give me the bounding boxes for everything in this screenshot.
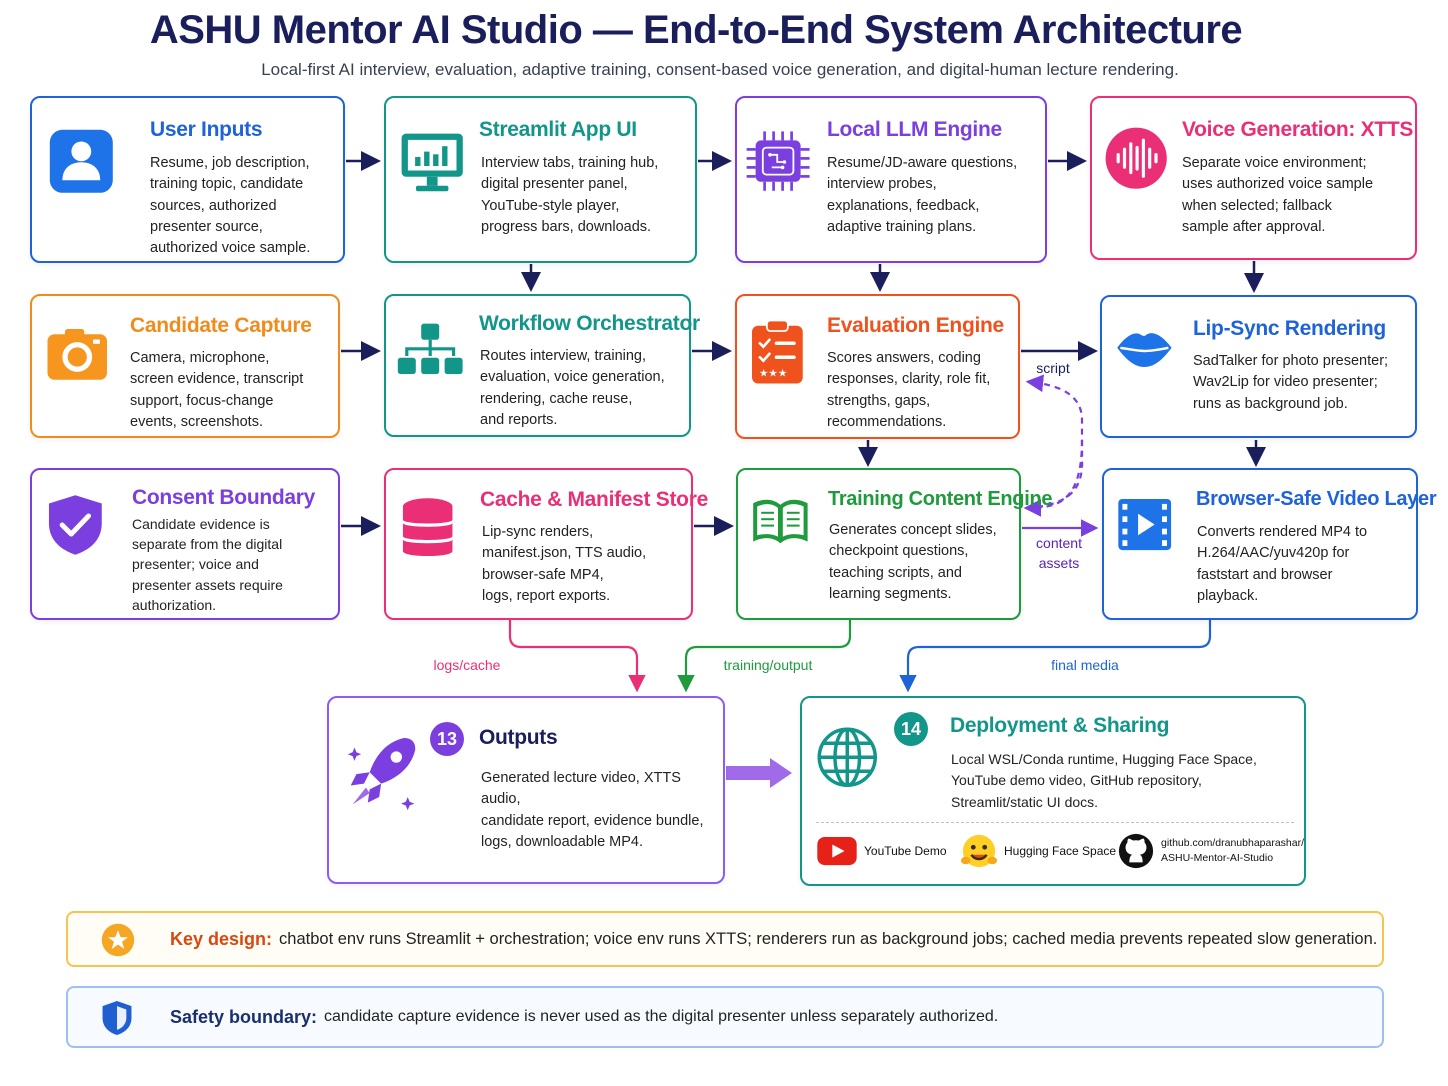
- outputs-card: 13 Outputs Generated lecture video, XTTS…: [327, 696, 725, 884]
- page-title: ASHU Mentor AI Studio — End-to-End Syste…: [149, 8, 1243, 52]
- user-inputs-card: User Inputs Resume, job description,trai…: [30, 96, 345, 263]
- youtube-demo-label: YouTube Demo: [864, 844, 947, 858]
- training-desc: Generates concept slides,checkpoint ques…: [829, 522, 997, 602]
- youtube-icon: [817, 836, 857, 866]
- outputs-title: Outputs: [479, 726, 558, 749]
- deployment-number-badge: 14: [894, 712, 928, 746]
- database-icon: [402, 498, 453, 557]
- key-design-body: chatbot env runs Streamlit + orchestrati…: [279, 929, 1378, 948]
- voice-desc: Separate voice environment;uses authoriz…: [1182, 155, 1374, 235]
- svg-text:★★★: ★★★: [759, 368, 787, 380]
- star-icon: [101, 923, 135, 957]
- arrow-training-to-outputs: [677, 620, 852, 693]
- streamlit-ui-card: Streamlit App UI Interview tabs, trainin…: [384, 96, 697, 263]
- training-title: Training Content Engine: [828, 488, 1053, 510]
- cache-manifest-card: Cache & Manifest Store Lip-sync renders,…: [384, 468, 708, 620]
- user-icon: [49, 129, 113, 193]
- camera-icon: [47, 329, 107, 380]
- clipboard-icon: ★★★: [752, 319, 803, 384]
- user-inputs-title: User Inputs: [150, 118, 263, 141]
- outputs-number-badge: 13: [430, 722, 464, 756]
- llm-title: Local LLM Engine: [827, 118, 1002, 141]
- deployment-card: 14 Deployment & Sharing Local WSL/Conda …: [800, 696, 1306, 886]
- browser-safe-video-card: Browser-Safe Video Layer Converts render…: [1102, 468, 1437, 620]
- lips-icon: [1117, 333, 1172, 367]
- edge-label-script: script: [1036, 360, 1070, 376]
- deployment-divider: [816, 822, 1294, 823]
- arrow-video-to-deployment: [899, 620, 1212, 693]
- deployment-desc: Local WSL/Conda runtime, Hugging Face Sp…: [951, 751, 1257, 810]
- streamlit-title: Streamlit App UI: [479, 118, 637, 141]
- video-title: Browser-Safe Video Layer: [1196, 488, 1437, 510]
- arrow-cache-to-outputs: [508, 620, 646, 693]
- training-content-card: Training Content Engine Generates concep…: [736, 468, 1053, 620]
- cache-title: Cache & Manifest Store: [480, 488, 708, 511]
- evaluation-title: Evaluation Engine: [827, 314, 1004, 337]
- book-icon: [753, 499, 808, 544]
- cache-desc: Lip-sync renders,manifest.json, TTS audi…: [482, 524, 647, 604]
- arrow-outputs-to-deployment: [726, 758, 792, 788]
- github-icon: [1118, 833, 1154, 869]
- llm-desc: Resume/JD-aware questions,interview prob…: [827, 155, 1018, 235]
- orchestrator-title: Workflow Orchestrator: [479, 312, 700, 335]
- key-design-text: Key design: chatbot env runs Streamlit +…: [170, 913, 1377, 965]
- safety-body: candidate capture evidence is never used…: [324, 1008, 999, 1025]
- lip-sync-card: Lip-Sync Rendering SadTalker for photo p…: [1100, 295, 1417, 438]
- candidate-capture-card: Candidate Capture Camera, microphone,scr…: [30, 294, 340, 438]
- hugging-face-link[interactable]: Hugging Face Space: [960, 832, 1116, 870]
- llm-engine-card: Local LLM Engine Resume/JD-aware questio…: [735, 96, 1047, 263]
- github-link[interactable]: github.com/dranubhaparashar/ASHU-Mentor-…: [1117, 832, 1304, 870]
- edge-label-training-output: training/output: [723, 657, 813, 673]
- hugging-face-icon: [960, 834, 998, 868]
- edge-label-logs-cache: logs/cache: [433, 657, 501, 673]
- consent-title: Consent Boundary: [132, 486, 316, 509]
- user-inputs-desc: Resume, job description,training topic, …: [150, 155, 311, 257]
- waveform-icon: [1105, 127, 1167, 189]
- github-label: github.com/dranubhaparashar/ASHU-Mentor-…: [1161, 837, 1305, 864]
- monitor-chart-icon: [401, 133, 463, 192]
- lipsync-title: Lip-Sync Rendering: [1193, 317, 1386, 340]
- capture-desc: Camera, microphone,screen evidence, tran…: [130, 350, 304, 430]
- lipsync-desc: SadTalker for photo presenter;Wav2Lip fo…: [1193, 353, 1389, 412]
- streamlit-desc: Interview tabs, training hub,digital pre…: [481, 155, 659, 235]
- youtube-demo-link[interactable]: YouTube Demo: [816, 836, 947, 866]
- page-subtitle: Local-first AI interview, evaluation, ad…: [261, 60, 1179, 79]
- safety-text: Safety boundary: candidate capture evide…: [170, 988, 998, 1046]
- orchestrator-desc: Routes interview, training,evaluation, v…: [480, 348, 665, 428]
- rocket-icon: [347, 738, 416, 811]
- chip-icon: [746, 131, 810, 191]
- voice-title: Voice Generation: XTTS: [1182, 118, 1414, 141]
- globe-icon: [817, 727, 877, 787]
- safety-lead: Safety boundary:: [170, 1006, 318, 1027]
- shield-check-icon: [48, 495, 102, 555]
- key-design-bar: Key design: chatbot env runs Streamlit +…: [66, 911, 1384, 967]
- key-design-lead: Key design:: [170, 928, 273, 949]
- workflow-orchestrator-card: Workflow Orchestrator Routes interview, …: [384, 294, 700, 437]
- deployment-title: Deployment & Sharing: [950, 714, 1170, 737]
- shield-icon: [102, 1001, 132, 1035]
- evaluation-engine-card: ★★★ Evaluation Engine Scores answers, co…: [735, 294, 1020, 439]
- capture-title: Candidate Capture: [130, 314, 312, 337]
- safety-boundary-bar: Safety boundary: candidate capture evide…: [66, 986, 1384, 1048]
- hugging-face-label: Hugging Face Space: [1004, 844, 1117, 858]
- voice-generation-card: Voice Generation: XTTS Separate voice en…: [1090, 96, 1417, 260]
- hierarchy-icon: [397, 323, 463, 374]
- film-play-icon: [1118, 498, 1172, 551]
- outputs-desc: Generated lecture video, XTTS audio,cand…: [481, 770, 704, 850]
- edge-label-final-media: final media: [1051, 657, 1119, 673]
